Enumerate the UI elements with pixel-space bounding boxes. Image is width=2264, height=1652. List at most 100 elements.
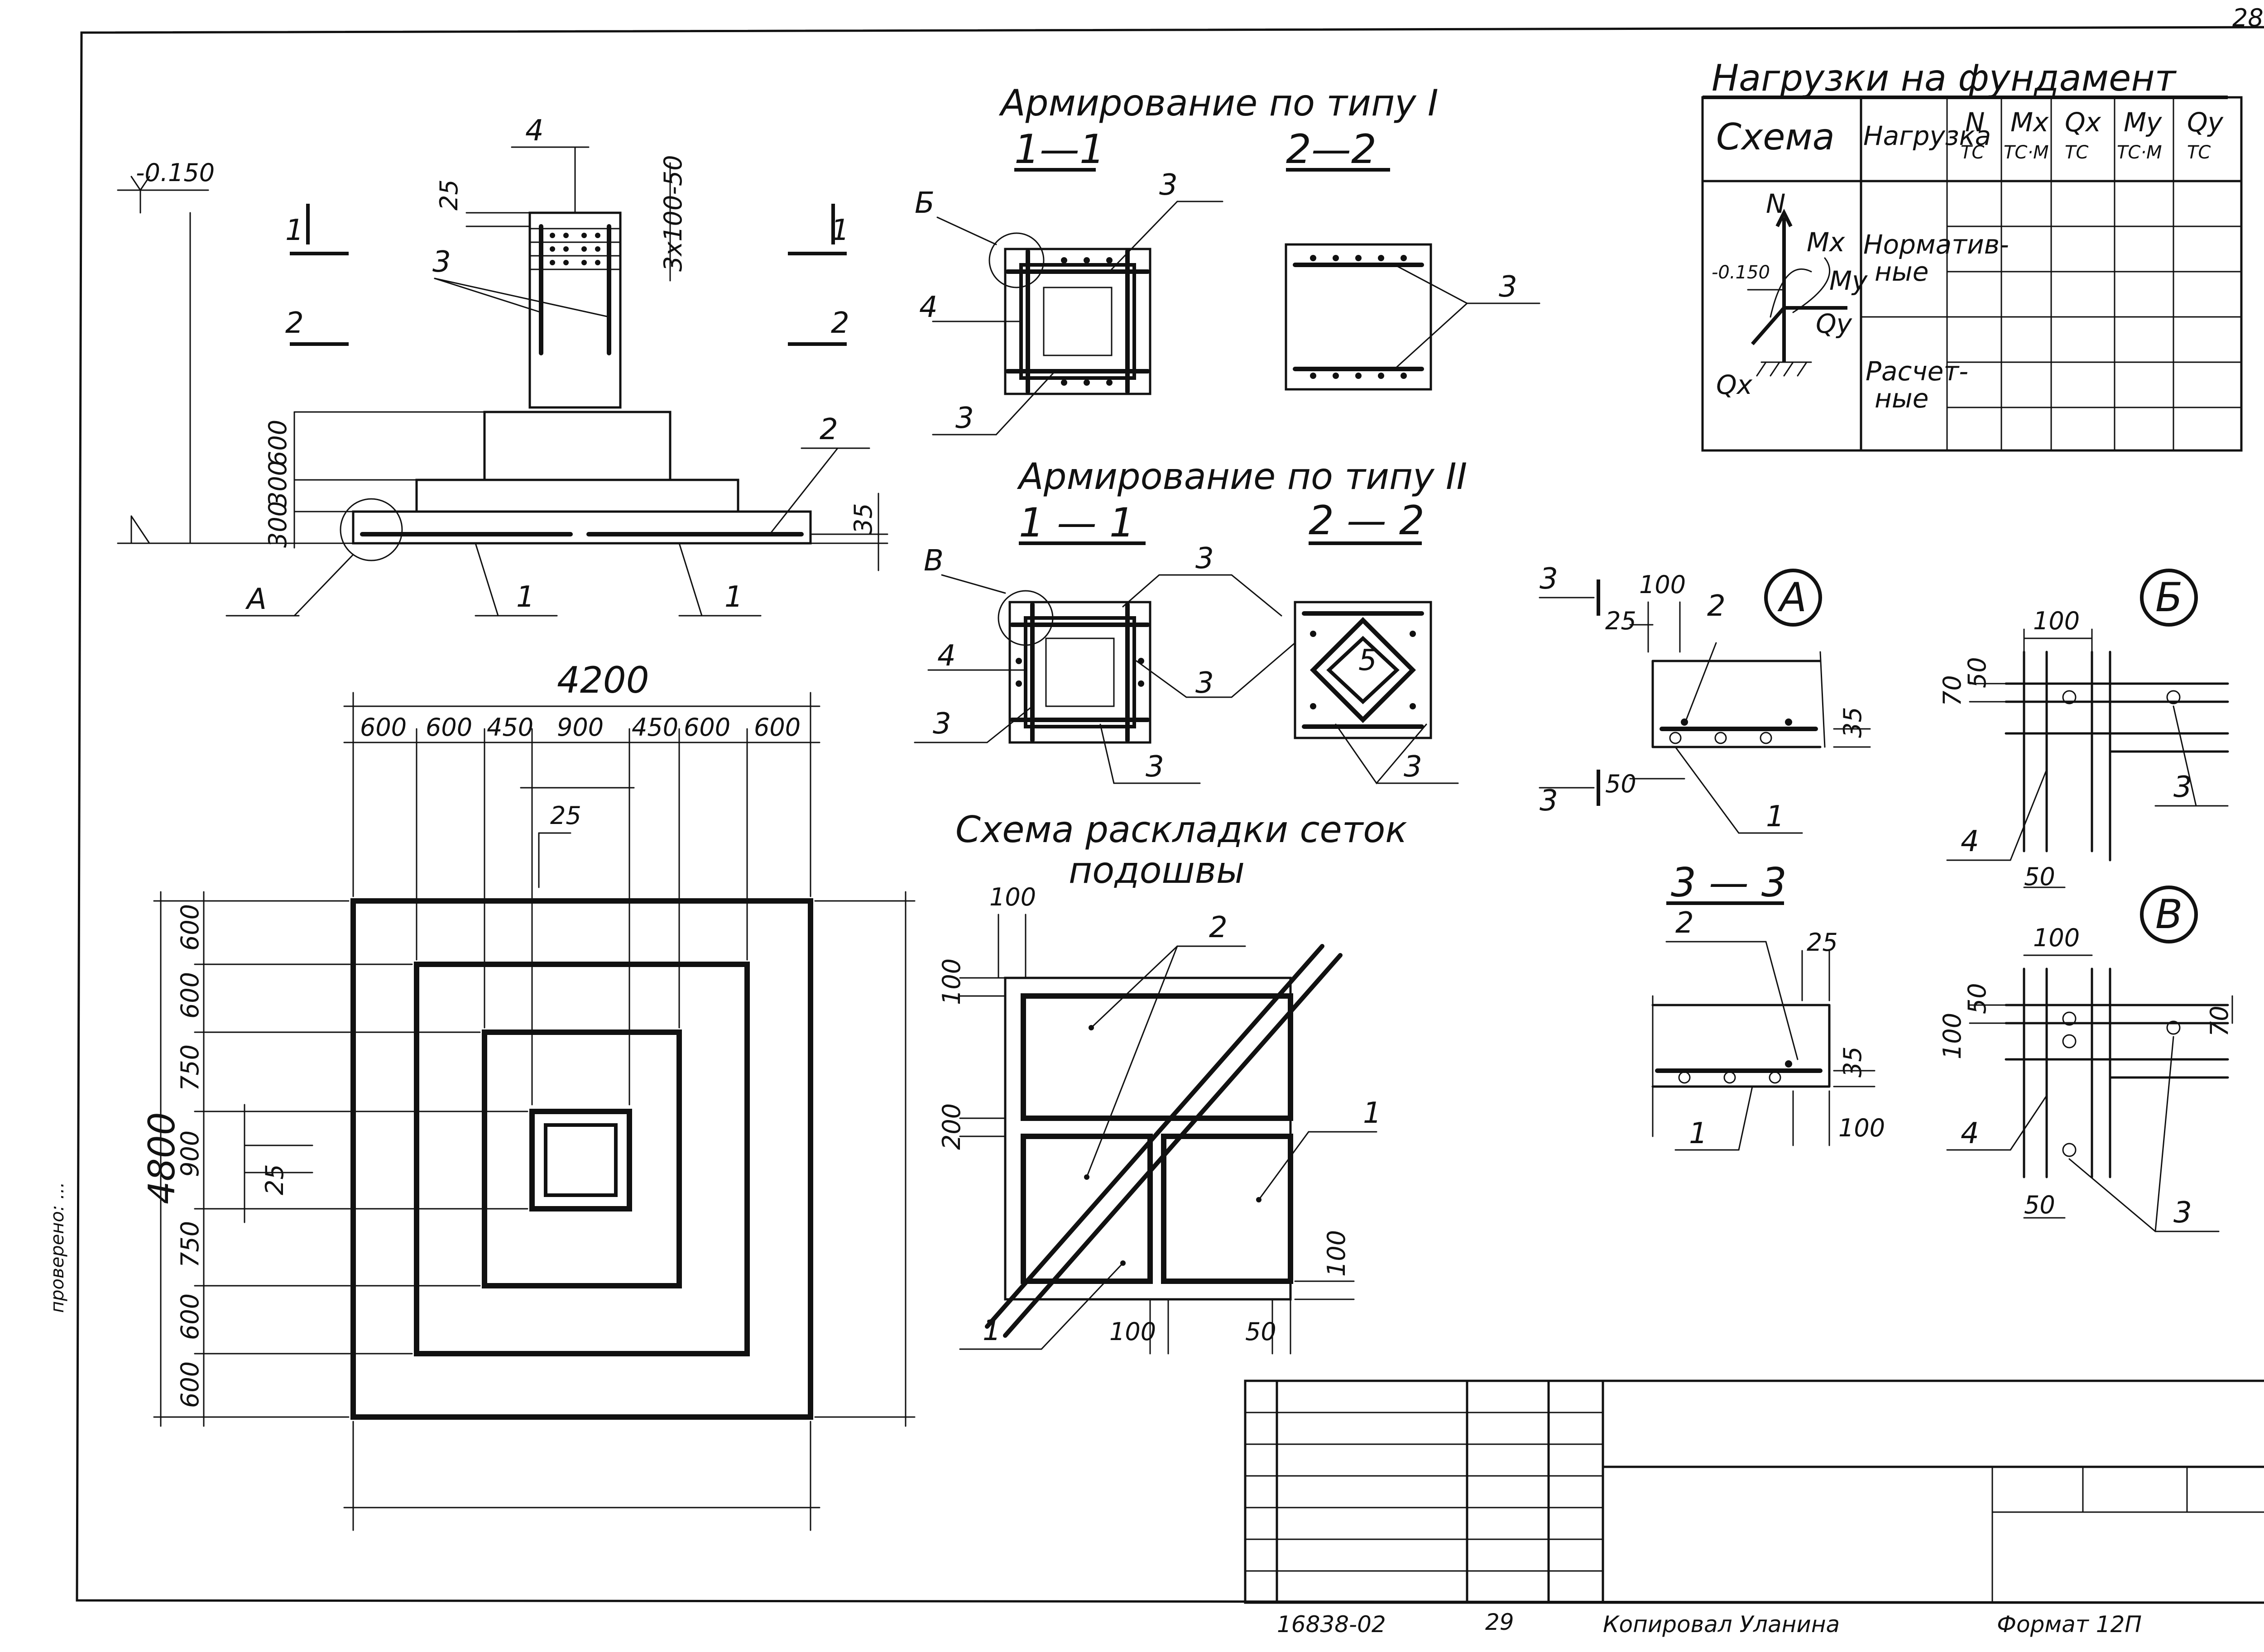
dim-rebar-spacing: 3x100-50 (659, 155, 687, 272)
detail-B-dim-70: 70 (1938, 675, 1967, 706)
type2-title: Армирование по типу II (1017, 455, 1467, 498)
load-table-title: Нагрузки на фундамент (1712, 57, 2177, 99)
type1-callout-3-right: 3 (1499, 270, 1517, 304)
sheet-frame (76, 26, 2264, 1604)
detail-V: В 100 50 100 70 4 3 50 (1938, 886, 2234, 1232)
detail-V-dim-100: 100 (2033, 924, 2080, 952)
dim-step-mid: 300 (264, 460, 292, 507)
detail-A-mark-bottom: 3 (1540, 784, 1558, 818)
type1-section-1: 1—1 (1014, 126, 1105, 172)
detail-B-label: Б (2155, 574, 2182, 621)
section-mark-1-right: 1 (831, 214, 849, 247)
detail-A-callout-2: 2 (1707, 589, 1726, 623)
load-header-qx-unit: TC (2065, 142, 2088, 163)
section-3-3-callout-1: 1 (1689, 1117, 1708, 1150)
plan-height-dim-1: 600 (176, 904, 204, 951)
detail-V-dim-50b: 50 (2024, 1191, 2055, 1219)
footer-format: Формат 12П (1997, 1611, 2142, 1638)
callout-1b: 1 (724, 580, 743, 614)
plan-width-dim-1: 600 (360, 713, 407, 742)
mesh-dim-right-bottom: 100 (1322, 1230, 1351, 1277)
callout-1a: 1 (516, 580, 535, 614)
scheme-label-mx: Mx (1807, 227, 1845, 258)
detail-B-dim-100: 100 (2033, 607, 2080, 635)
load-header-load: Нагрузка (1863, 120, 1991, 151)
dim-step-low: 300 (264, 501, 292, 548)
load-header-scheme: Схема (1716, 116, 1835, 158)
plan-height-dim-6: 600 (176, 1293, 204, 1340)
type2-callout-V: В (924, 544, 944, 578)
plan-overall-height: 4800 (141, 1112, 183, 1204)
load-row-design-2: ные (1875, 383, 1928, 414)
plan-overall-width: 4200 (557, 659, 649, 701)
title-block (1244, 1379, 2264, 1604)
dim-top-gap: 25 (435, 179, 463, 211)
load-header-my: My (2124, 107, 2162, 138)
load-table: Нагрузки на фундамент Схема Нагрузка N T… (1701, 57, 2243, 452)
detail-A-dim-35: 35 (1838, 707, 1867, 738)
detail-A-mark-top: 3 (1540, 562, 1558, 596)
section-3-3-dim-25: 25 (1807, 928, 1838, 957)
section-mark-2-left: 2 (285, 306, 304, 340)
footer-doc-code: 16838-02 (1277, 1611, 1386, 1638)
load-header-n: N (1965, 107, 1985, 138)
load-header-qy: Qy (2187, 107, 2224, 138)
side-note: проверено: ... (47, 1182, 68, 1313)
reinforcement-type-1: Армирование по типу I 1—1 2—2 Б 4 3 3 3 (915, 82, 1540, 436)
footer-copied: Копировал Уланина (1603, 1611, 1840, 1638)
type2-callout-3-bottom: 3 (1146, 750, 1164, 784)
plan-height-dim-5: 750 (176, 1221, 204, 1268)
type1-section-2: 2—2 (1286, 126, 1377, 172)
type2-section-1: 1 — 1 (1019, 499, 1135, 546)
type2-callout-3-left: 3 (933, 707, 951, 741)
plan-width-dim-7: 600 (754, 713, 801, 742)
type1-callout-3-top: 3 (1159, 168, 1178, 202)
type2-callout-4: 4 (937, 639, 956, 673)
type1-callout-4: 4 (919, 291, 938, 324)
load-row-normative-1: Норматив- (1863, 229, 2009, 260)
mesh-layout: Схема раскладки сеток подошвы 100 100 20… (937, 809, 1407, 1355)
sheet-number: 28 (2232, 4, 2264, 32)
foundation-plan: 4200 600 600 450 900 450 600 600 25 4800… (141, 659, 916, 1531)
mesh-dim-top: 100 (989, 883, 1036, 911)
mesh-callout-1-right: 1 (1363, 1097, 1381, 1130)
load-header-mx: Mx (2010, 107, 2049, 138)
dim-cover: 35 (849, 503, 878, 534)
mesh-dim-left-top: 100 (937, 958, 966, 1005)
section-3-3-dim-100: 100 (1838, 1114, 1885, 1142)
mesh-dim-bottom-right: 50 (1245, 1317, 1276, 1346)
detail-A-dim-50: 50 (1605, 770, 1636, 798)
load-header-qx: Qx (2065, 107, 2101, 138)
detail-V-dim-50: 50 (1963, 983, 1991, 1014)
plan-column-gap-v: 25 (260, 1164, 289, 1195)
section-3-3: 3 — 3 2 25 35 100 1 (1651, 859, 1885, 1151)
section-mark-1-left: 1 (285, 214, 304, 247)
type2-callout-3-top: 3 (1195, 542, 1214, 575)
section-3-3-dim-35: 35 (1838, 1046, 1867, 1077)
section-mark-2-right: 2 (831, 306, 849, 340)
detail-V-label: В (2155, 891, 2182, 938)
detail-A-dim-25: 25 (1605, 607, 1636, 635)
plan-height-dim-4: 900 (176, 1130, 204, 1177)
load-header-mx-unit: TC·M (2004, 142, 2049, 163)
type1-title: Армирование по типу I (998, 82, 1439, 124)
type2-section-2: 2 — 2 (1309, 497, 1425, 544)
detail-B-callout-4: 4 (1961, 825, 1979, 858)
mesh-dim-bottom-left: 100 (1109, 1317, 1156, 1346)
foundation-elevation: -0.150 4 3 2 (117, 114, 888, 617)
footer-page: 29 (1485, 1609, 1514, 1635)
callout-3: 3 (432, 245, 451, 279)
detail-B-dim-50b: 50 (2024, 862, 2055, 891)
scheme-label-qy: Qy (1816, 308, 1852, 339)
detail-A-callout-1: 1 (1766, 800, 1784, 833)
mesh-callout-1-left: 1 (983, 1314, 1001, 1347)
mesh-title-line2: подошвы (1069, 849, 1245, 891)
mesh-dim-left-mid: 200 (937, 1103, 966, 1150)
scheme-label-my: My (1829, 265, 1868, 296)
callout-A: A (245, 583, 267, 616)
plan-height-dim-3: 750 (176, 1044, 204, 1091)
load-header-qy-unit: TC (2187, 142, 2211, 163)
callout-4: 4 (525, 114, 544, 148)
detail-V-callout-3: 3 (2173, 1196, 2192, 1230)
